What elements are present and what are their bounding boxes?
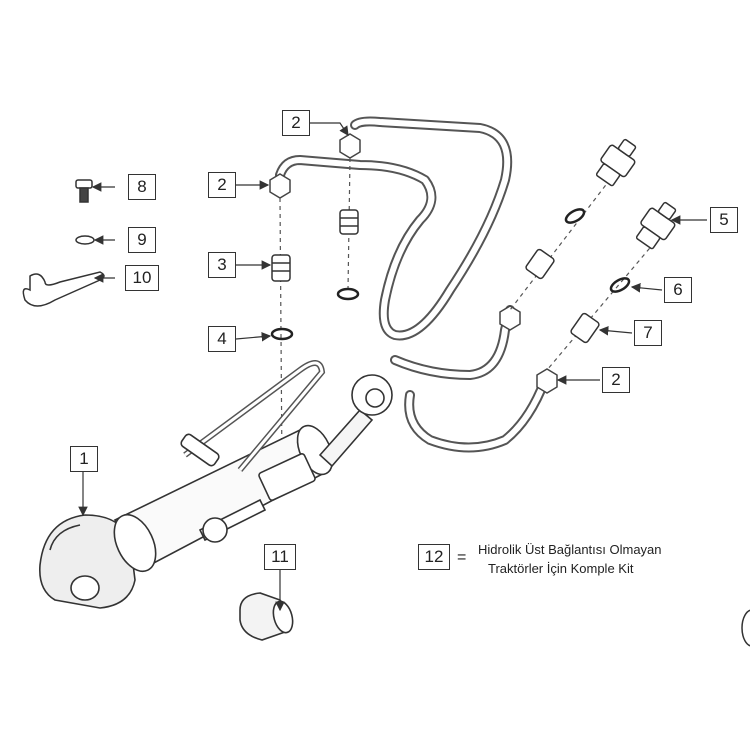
hydraulic-hoses bbox=[275, 116, 550, 453]
callout-1: 1 bbox=[70, 446, 98, 472]
callout-2-left: 2 bbox=[208, 172, 236, 198]
bolt-washer-clamp bbox=[22, 179, 105, 307]
kit-note-line-1: Hidrolik Üst Bağlantısı Olmayan bbox=[478, 542, 662, 557]
callout-8: 8 bbox=[128, 174, 156, 200]
o-rings bbox=[270, 208, 631, 341]
quick-couplers bbox=[595, 138, 677, 250]
kit-note-line-2: Traktörler İçin Komple Kit bbox=[488, 561, 634, 576]
callout-6: 6 bbox=[664, 277, 692, 303]
callout-4: 4 bbox=[208, 326, 236, 352]
callout-7: 7 bbox=[634, 320, 662, 346]
hose-nut-fittings bbox=[269, 133, 558, 394]
callout-2-top: 2 bbox=[282, 110, 310, 136]
kit-note-equals: = bbox=[457, 549, 467, 566]
bushing bbox=[239, 592, 294, 641]
partial-part-edge bbox=[741, 609, 750, 647]
callout-5: 5 bbox=[710, 207, 738, 233]
assembly-lines bbox=[279, 157, 666, 471]
callout-9: 9 bbox=[128, 227, 156, 253]
adapter-fittings bbox=[271, 209, 600, 344]
callout-3: 3 bbox=[208, 252, 236, 278]
callout-12: 12 bbox=[418, 544, 450, 570]
top-link-cylinder bbox=[38, 360, 393, 609]
callout-11: 11 bbox=[264, 544, 296, 570]
leader-lines bbox=[78, 122, 707, 612]
callout-2-right: 2 bbox=[602, 367, 630, 393]
callout-10: 10 bbox=[125, 265, 159, 291]
